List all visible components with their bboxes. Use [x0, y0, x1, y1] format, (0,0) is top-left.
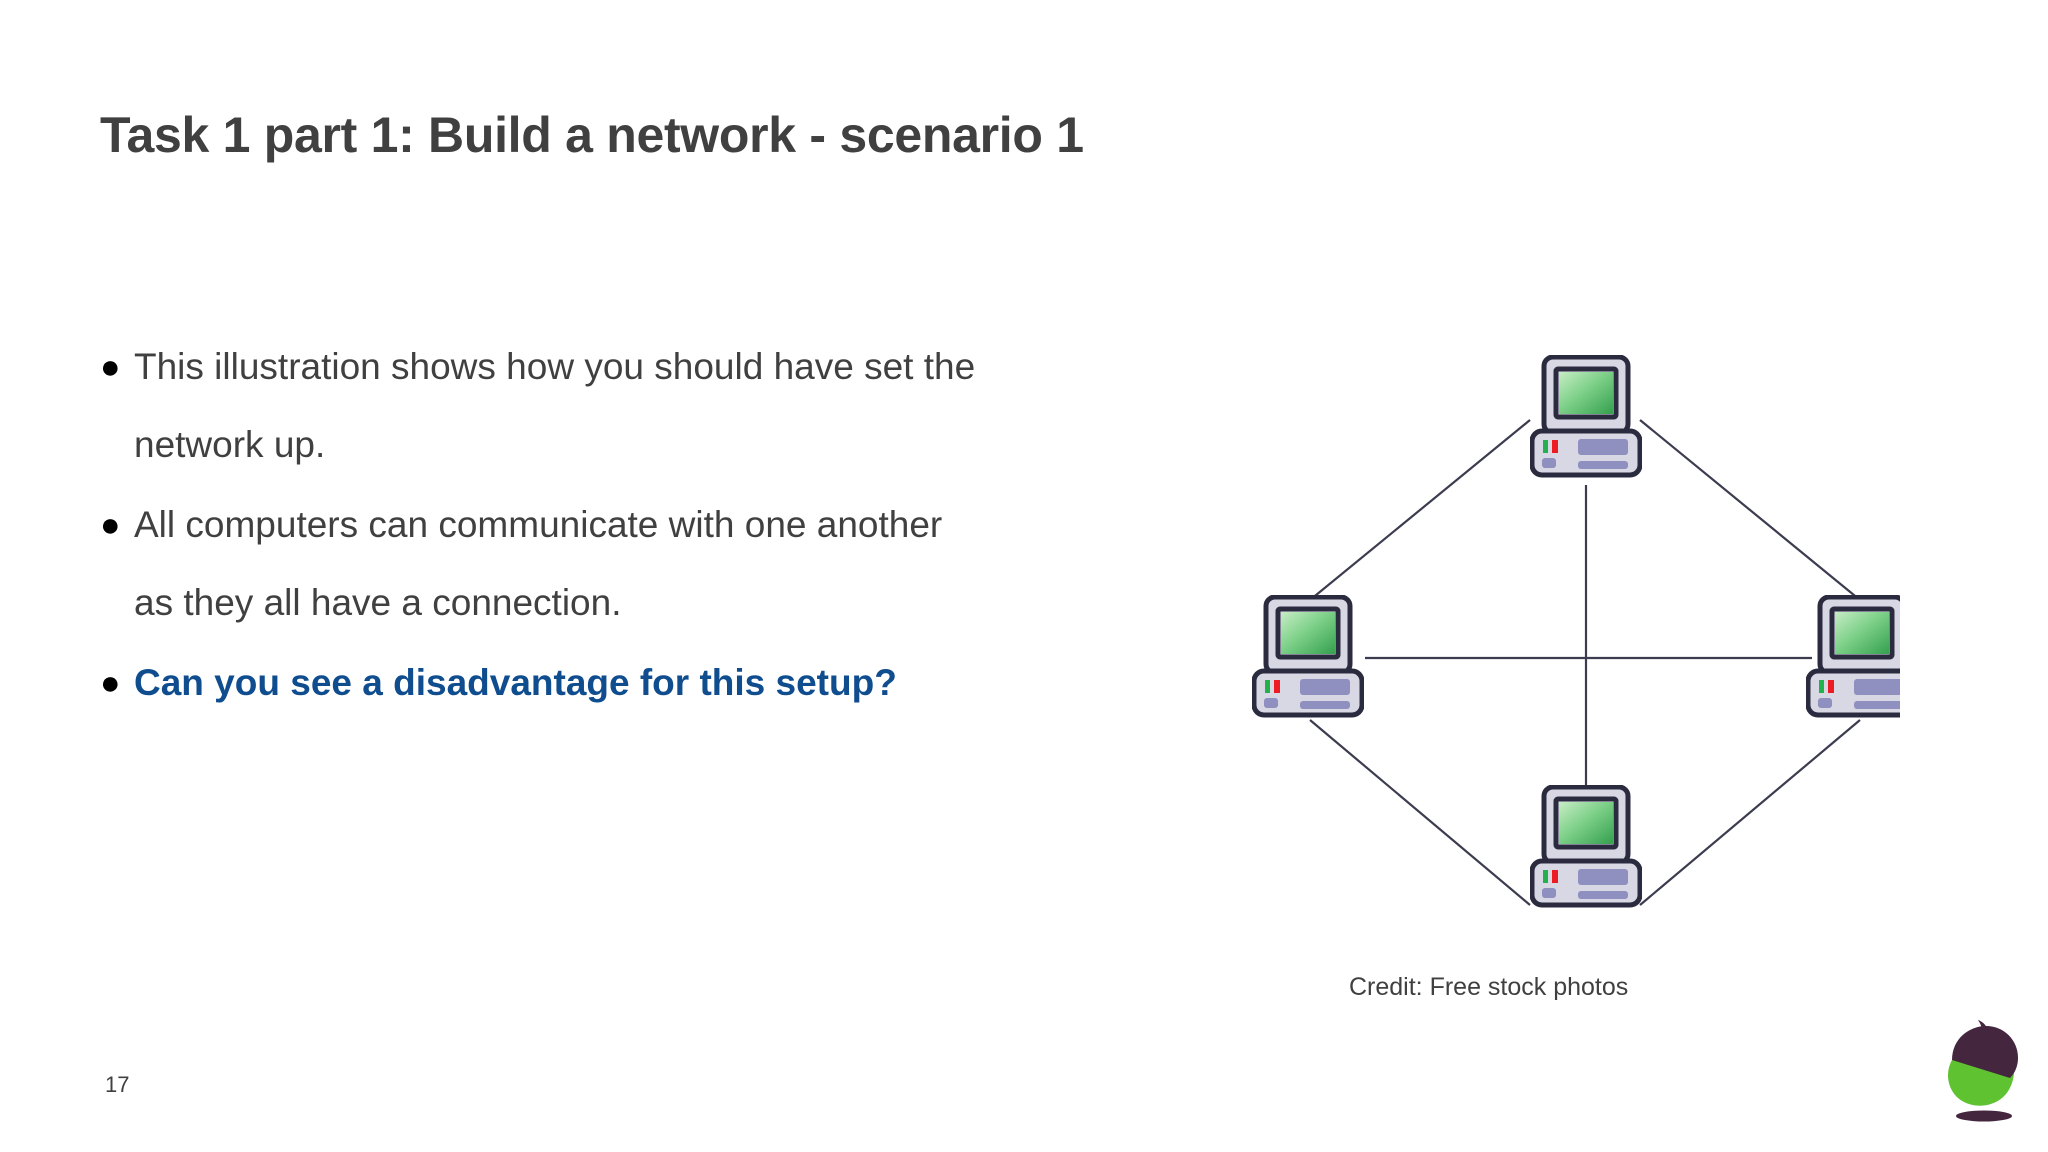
computer-node-top	[1532, 357, 1640, 475]
acorn-cap-icon	[1952, 1026, 2018, 1078]
network-diagram	[1140, 300, 1900, 920]
bullet-text-2: All computers can communicate with one a…	[134, 504, 943, 623]
link-left-bottom	[1309, 719, 1531, 906]
page-title: Task 1 part 1: Build a network - scenari…	[100, 107, 1084, 163]
computer-node-right	[1808, 597, 1900, 715]
bullet-list: ● This illustration shows how you should…	[100, 328, 980, 724]
bullet-item-1: ● This illustration shows how you should…	[100, 328, 980, 484]
bullet-text-3: Can you see a disadvantage for this setu…	[134, 662, 897, 703]
link-top-right	[1639, 419, 1861, 601]
network-links	[1309, 419, 1861, 906]
bullet-text-1: This illustration shows how you should h…	[134, 346, 976, 465]
bullet-dot-icon: ●	[100, 506, 121, 544]
link-top-left	[1309, 419, 1531, 601]
acorn-logo	[1938, 1018, 2034, 1128]
bullet-dot-icon: ●	[100, 348, 121, 386]
bullet-item-2: ● All computers can communicate with one…	[100, 486, 980, 642]
bullet-item-3: ● Can you see a disadvantage for this se…	[100, 644, 980, 722]
image-credit: Credit: Free stock photos	[1349, 973, 1629, 1001]
computer-node-bottom	[1532, 787, 1640, 905]
computer-node-left	[1254, 597, 1362, 715]
network-nodes	[1254, 357, 1900, 905]
page-number: 17	[105, 1072, 130, 1097]
acorn-shadow-icon	[1956, 1110, 2012, 1122]
bullet-dot-icon: ●	[100, 664, 121, 702]
link-right-bottom	[1639, 719, 1861, 906]
